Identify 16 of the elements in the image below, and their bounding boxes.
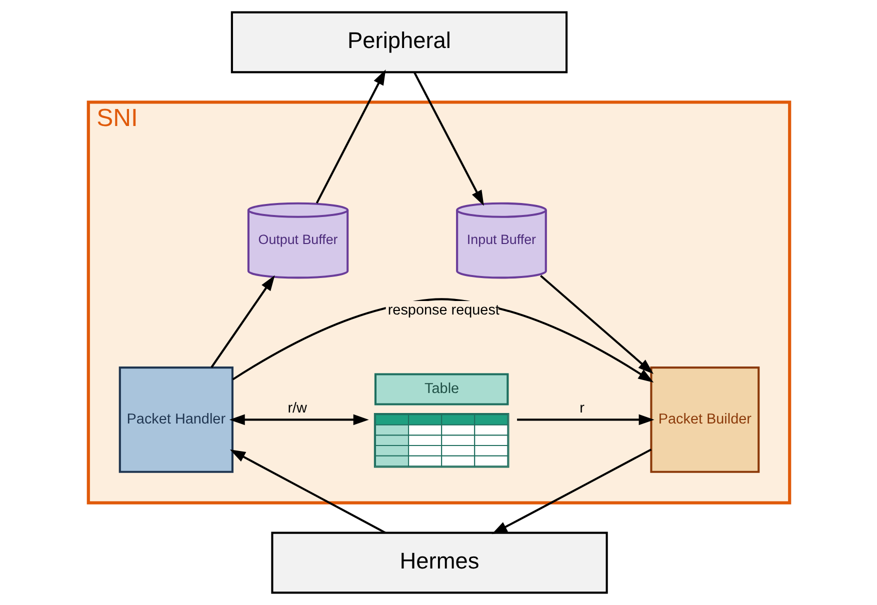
node-box: Packet Builder	[650, 366, 760, 473]
arrow	[210, 275, 274, 368]
arrow	[232, 298, 654, 383]
node-box: Peripheral	[230, 11, 568, 74]
node-box: Packet Handler	[118, 366, 233, 473]
arrow	[228, 414, 368, 426]
arrow	[516, 414, 654, 426]
edge-label: response request	[387, 302, 499, 319]
arrow	[229, 450, 386, 534]
node-box: Hermes	[270, 532, 608, 594]
arrow	[315, 69, 386, 204]
arrow	[491, 448, 652, 534]
arrow	[412, 72, 484, 206]
edge-label: r	[579, 400, 584, 417]
arrow	[540, 274, 654, 374]
edge-label: r/w	[287, 400, 306, 417]
